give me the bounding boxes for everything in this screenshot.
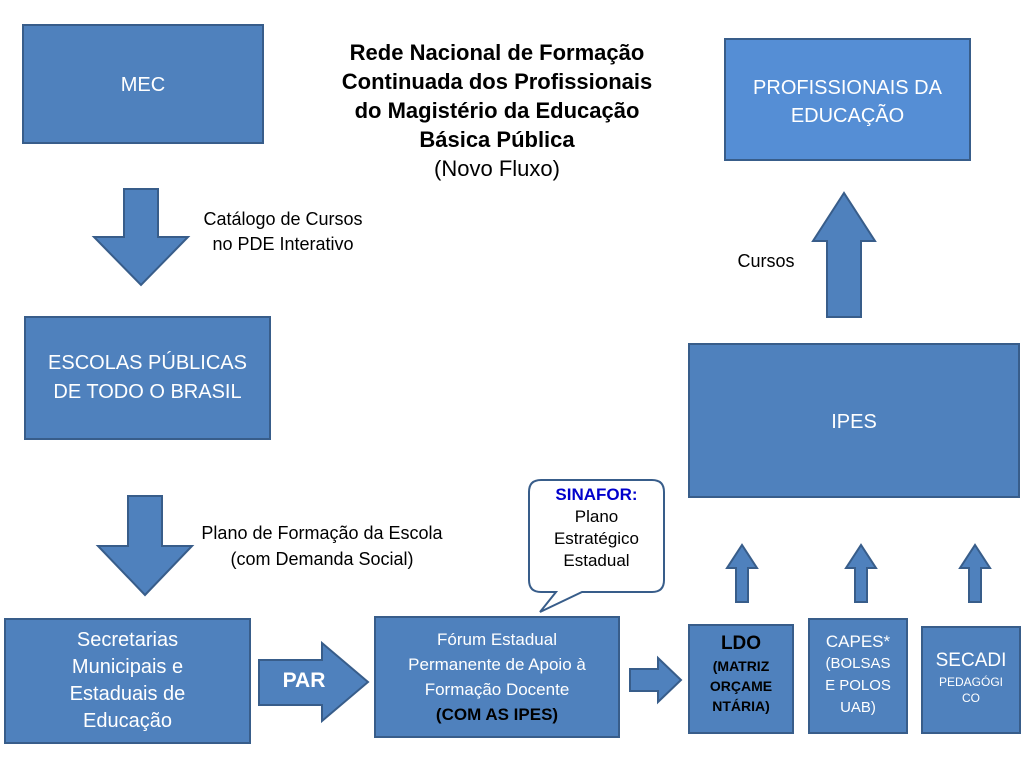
label-catalogo-line-1: Catálogo de Cursos [203, 209, 363, 229]
arrow-capes-to-ipes [844, 543, 878, 603]
node-capes-line-3: E POLOS [825, 677, 891, 694]
label-catalogo-line-2: no PDE Interativo [212, 234, 354, 254]
label-par-text: PAR [282, 669, 326, 692]
label-cursos: Cursos [726, 251, 806, 272]
node-secadi-line-2: PEDAGÓGI [938, 675, 1003, 689]
title-line-1: Rede Nacional de Formação [349, 40, 645, 65]
node-capes-line-2: (BOLSAS [825, 655, 891, 672]
node-ldo-line-4: NTÁRIA) [712, 698, 770, 714]
label-par: PAR [268, 669, 340, 693]
node-ldo-line-3: ORÇAME [709, 678, 773, 694]
label-catalogo: Catálogo de Cursos no PDE Interativo [188, 207, 378, 257]
node-forum-line-1: Fórum Estadual [437, 630, 557, 649]
node-secretarias: Secretarias Municipais e Estaduais de Ed… [4, 618, 251, 744]
label-plano-line-1: Plano de Formação da Escola [201, 523, 443, 543]
node-ldo-line-1: LDO [720, 633, 762, 654]
node-capes: CAPES* (BOLSAS E POLOS UAB) [808, 618, 908, 734]
node-forum-line-3: Formação Docente [424, 680, 570, 699]
node-forum-line-4: (COM AS IPES) [435, 705, 559, 724]
arrow-forum-to-ldo [629, 655, 683, 705]
node-forum-line-2: Permanente de Apoio à [408, 655, 586, 674]
node-profissionais-line-1: PROFISSIONAIS DA [753, 77, 942, 99]
sinafor-line-3: Estadual [563, 551, 630, 570]
node-profissionais-line-2: EDUCAÇÃO [790, 105, 905, 127]
node-secretarias-line-2: Municipais e [71, 656, 184, 678]
node-ldo-line-2: (MATRIZ [712, 658, 770, 674]
node-secadi-line-1: SECADI [935, 650, 1007, 671]
arrow-ldo-to-ipes [725, 543, 759, 603]
node-escolas-line-1: ESCOLAS PÚBLICAS [48, 352, 247, 374]
sinafor-callout: SINAFOR: Plano Estratégico Estadual [529, 484, 664, 572]
node-secadi: SECADI PEDAGÓGI CO [921, 626, 1021, 734]
title-line-4: Básica Pública [419, 127, 575, 152]
node-escolas-line-2: DE TODO O BRASIL [53, 381, 242, 403]
node-profissionais: PROFISSIONAIS DA EDUCAÇÃO [724, 38, 971, 161]
title-line-3: do Magistério da Educação [354, 98, 640, 123]
label-cursos-text: Cursos [737, 251, 795, 271]
node-capes-line-1: CAPES* [825, 632, 891, 651]
arrow-secadi-to-ipes [958, 543, 992, 603]
node-secadi-line-3: CO [962, 691, 980, 705]
arrow-escolas-to-secretarias [95, 495, 195, 597]
node-mec-label: MEC [120, 74, 166, 96]
title-subtitle: (Novo Fluxo) [434, 156, 560, 181]
title-line-2: Continuada dos Profissionais [341, 69, 653, 94]
node-capes-line-4: UAB) [840, 699, 876, 716]
diagram-title: Rede Nacional de Formação Continuada dos… [322, 38, 672, 183]
sinafor-line-2: Estratégico [553, 529, 640, 548]
arrow-ipes-to-profissionais [811, 191, 877, 318]
node-ipes: IPES [688, 343, 1020, 498]
node-secretarias-line-3: Estaduais de [69, 683, 186, 705]
arrow-mec-to-escolas [91, 188, 191, 287]
arrow-par [258, 640, 370, 724]
node-secretarias-line-4: Educação [83, 710, 172, 732]
node-mec: MEC [22, 24, 264, 144]
node-secretarias-line-1: Secretarias [76, 629, 179, 651]
sinafor-callout-shape [528, 479, 665, 613]
node-forum: Fórum Estadual Permanente de Apoio à For… [374, 616, 620, 738]
label-plano-line-2: (com Demanda Social) [230, 549, 414, 569]
label-plano: Plano de Formação da Escola (com Demanda… [182, 520, 462, 572]
sinafor-line-1: Plano [574, 507, 619, 526]
node-escolas: ESCOLAS PÚBLICAS DE TODO O BRASIL [24, 316, 271, 440]
sinafor-heading: SINAFOR: [555, 485, 638, 504]
node-ldo: LDO (MATRIZ ORÇAME NTÁRIA) [688, 624, 794, 734]
node-ipes-label: IPES [831, 411, 877, 433]
